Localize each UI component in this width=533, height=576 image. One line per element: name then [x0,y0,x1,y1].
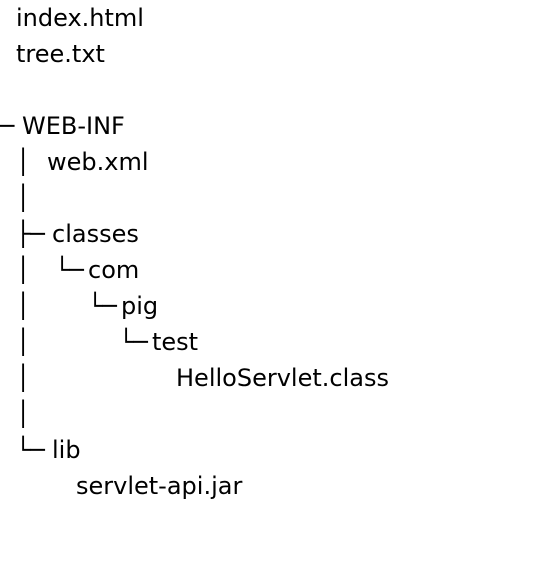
folder-test: test [152,328,199,356]
file-index-html: index.html [16,4,144,32]
vertical-connector: │ [16,184,31,212]
file-web-xml: web.xml [47,148,149,176]
tree-line-com: │ └─ com [0,252,139,288]
folder-lib: lib [52,436,81,464]
tree-line-tree-txt: tree.txt [0,36,105,72]
tree-line-test: │ └─ test [0,324,198,360]
directory-tree: index.html tree.txt ─ WEB-INF │ web.xml … [0,0,389,504]
branch-connector: └─ [119,328,148,356]
tree-line-lib: └─ lib [0,432,81,468]
tree-line-servlet-api: servlet-api.jar [0,468,242,504]
vertical-connector: │ [16,328,31,356]
file-tree-txt: tree.txt [16,40,105,68]
tree-line-web-inf: ─ WEB-INF [0,108,125,144]
file-helloservlet-class: HelloServlet.class [176,364,389,392]
vertical-connector: │ [16,400,31,428]
branch-connector: ─ [0,112,15,140]
tree-line-web-xml: │ web.xml [0,144,149,180]
tree-line-classes: ├─ classes [0,216,139,252]
folder-pig: pig [121,292,159,320]
file-servlet-api-jar: servlet-api.jar [76,472,243,500]
tree-line-spacer: │ [0,396,31,432]
folder-web-inf: WEB-INF [22,112,125,140]
branch-connector: └─ [88,292,117,320]
folder-com: com [88,256,140,284]
tree-line-helloservlet: │ HelloServlet.class [0,360,389,396]
tree-line-index: index.html [0,0,144,36]
tree-line-spacer: │ [0,180,31,216]
vertical-connector: │ [16,148,31,176]
vertical-connector: │ [16,364,31,392]
branch-connector: ├─ [16,220,45,248]
folder-classes: classes [52,220,139,248]
branch-connector: └─ [16,436,45,464]
branch-connector: └─ [55,256,84,284]
vertical-connector: │ [16,292,31,320]
vertical-connector: │ [16,256,31,284]
tree-line-pig: │ └─ pig [0,288,158,324]
